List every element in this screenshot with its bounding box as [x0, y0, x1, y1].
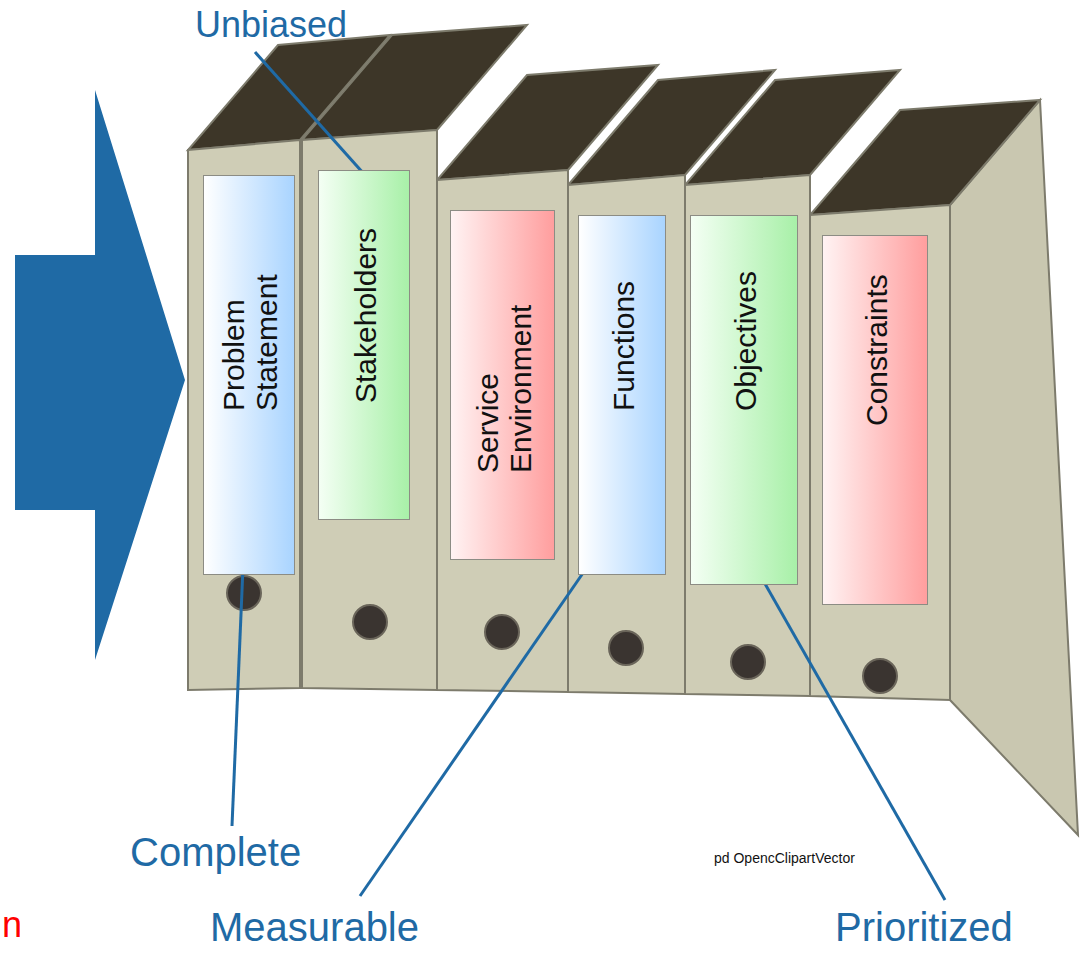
callout-label: n [2, 905, 22, 945]
binder-label: Constraints [822, 235, 928, 605]
credit-note: pd OpencClipartVector [712, 850, 857, 867]
binder-title: Stakeholders [349, 181, 382, 403]
binder-title: Service Environment [471, 221, 537, 473]
binder-title: Objectives [729, 226, 762, 411]
leader-lines [232, 52, 945, 900]
binder-label: Stakeholders [318, 170, 410, 520]
finger-holes [227, 576, 897, 693]
binder-title: Functions [607, 226, 640, 411]
binder-title: Problem Statement [217, 186, 283, 411]
binder-label: Functions [578, 215, 666, 575]
callout-label: Prioritized [835, 905, 1013, 949]
binder-label: Service Environment [450, 210, 555, 560]
binder-fronts [188, 130, 950, 700]
binder-title: Constraints [860, 246, 893, 426]
binder-side [950, 100, 1078, 835]
callout-label: Measurable [210, 905, 419, 949]
callout-label: Unbiased [195, 5, 347, 45]
input-arrow [15, 90, 185, 660]
callout-label: Complete [130, 830, 301, 874]
binder-label: Objectives [690, 215, 798, 585]
binder-label: Problem Statement [203, 175, 295, 575]
